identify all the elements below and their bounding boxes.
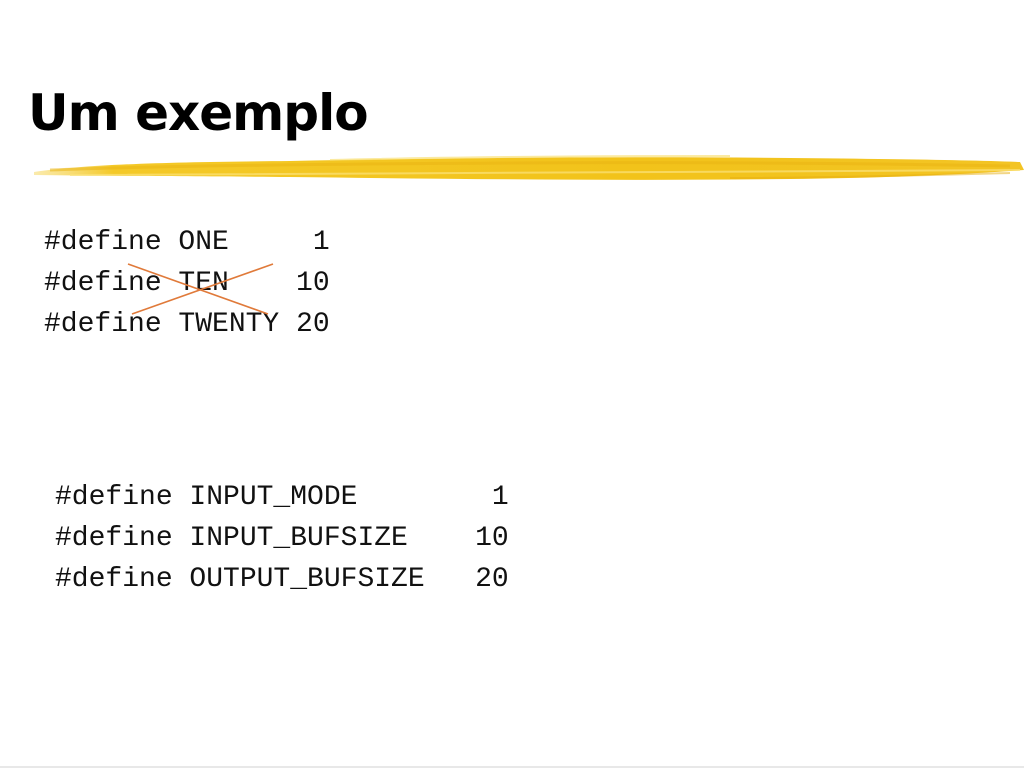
code-block-defines-good: #define INPUT_MODE 1 #define INPUT_BUFSIZ…	[55, 477, 509, 600]
code-line: #define OUTPUT_BUFSIZE 20	[55, 564, 509, 595]
code-line: #define TWENTY 20	[44, 309, 330, 340]
cross-out-mark	[127, 263, 274, 315]
slide-title: Um exemplo	[28, 84, 369, 142]
code-block-defines-bad: #define ONE 1 #define TEN 10 #define TWENT…	[44, 222, 330, 345]
footer-divider	[0, 766, 1024, 768]
code-line: #define ONE 1	[44, 227, 330, 258]
code-line: #define TEN 10	[44, 268, 330, 299]
code-line: #define INPUT_MODE 1	[55, 482, 509, 513]
code-line: #define INPUT_BUFSIZE 10	[55, 523, 509, 554]
title-brush-underline	[34, 155, 1024, 180]
